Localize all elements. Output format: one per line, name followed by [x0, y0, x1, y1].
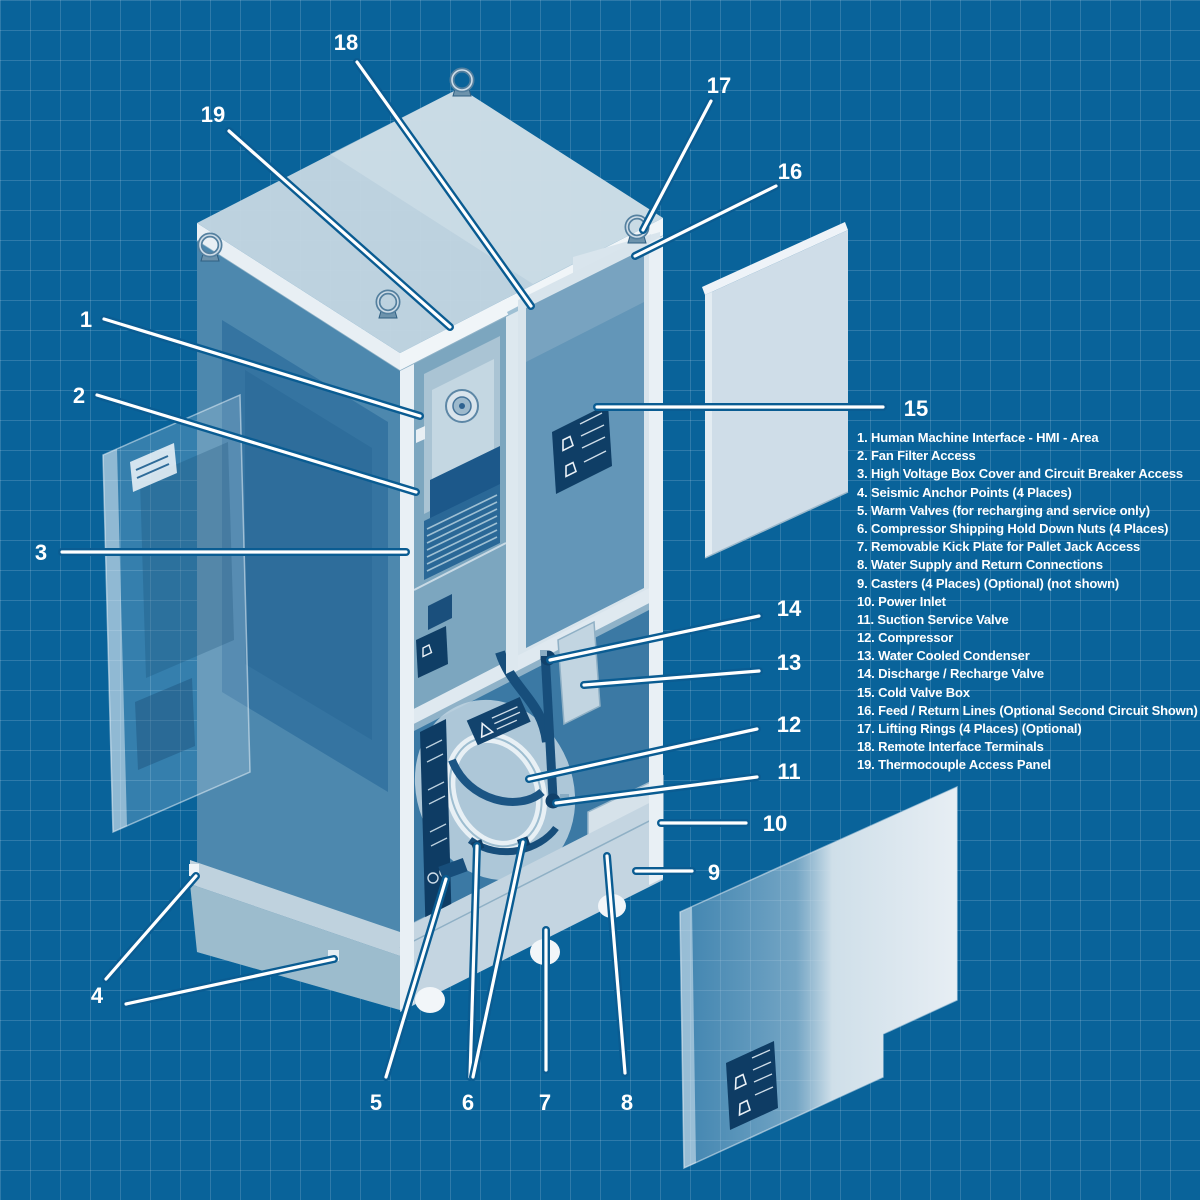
mid-divider-beam [400, 581, 663, 731]
lifting-ring [375, 289, 401, 319]
legend-item: 19. Thermocouple Access Panel [857, 757, 1051, 773]
cold-valve-box-cover-panel [702, 222, 849, 559]
callout-4: 4 [91, 983, 104, 1008]
leader-line-18 [353, 58, 535, 310]
callout-18: 18 [334, 30, 358, 55]
warning-triangle-icon [738, 1099, 751, 1117]
front-right-beam [649, 236, 663, 885]
lifting-rings [197, 67, 650, 319]
legend-item: 12. Compressor [857, 630, 954, 646]
legend-item: 17. Lifting Rings (4 Places) (Optional) [857, 721, 1082, 736]
legend-item: 2. Fan Filter Access [857, 448, 976, 464]
leader-line-11 [552, 773, 761, 807]
lifting-ring [449, 67, 475, 97]
leader-line-4 [102, 872, 338, 1008]
leader-line-19 [225, 127, 454, 331]
leader-line-17 [639, 97, 715, 234]
legend-item: 7. Removable Kick Plate for Pallet Jack … [857, 539, 1141, 555]
callout-7: 7 [539, 1090, 551, 1115]
legend-item: 13. Water Cooled Condenser [857, 648, 1030, 664]
seismic-anchor-bracket [189, 864, 199, 876]
callout-6: 6 [462, 1090, 474, 1115]
legend-item: 4. Seismic Anchor Points (4 Places) [857, 484, 1072, 500]
hmi-round-connector [445, 389, 479, 423]
leader-line-1 [100, 315, 424, 420]
kick-plate [400, 796, 663, 1012]
legend-item: 14. Discharge / Recharge Valve [857, 666, 1044, 682]
leader-line-2 [93, 391, 420, 496]
callout-12: 12 [777, 712, 801, 737]
callout-15: 15 [904, 396, 928, 421]
roof-flange-left [197, 223, 400, 371]
warning-triangle-icon [734, 1073, 747, 1091]
hv-door-label [428, 594, 452, 630]
legend-item: 11. Suction Service Valve [857, 611, 1009, 627]
warning-triangle-icon [562, 435, 574, 452]
detached-front-door-ghost [102, 393, 251, 834]
leader-line-5 [382, 875, 450, 1081]
caution-label-angled [466, 697, 531, 746]
left-base-upper [190, 860, 400, 956]
callout-9: 9 [708, 860, 720, 885]
caution-label [726, 1041, 778, 1130]
callout-10: 10 [763, 811, 787, 836]
water-cooled-condenser [557, 620, 601, 726]
legend-item: 8. Water Supply and Return Connections [857, 557, 1103, 573]
parts-legend: 1. Human Machine Interface - HMI - Area … [857, 429, 1200, 775]
callout-16: 16 [778, 159, 802, 184]
callout-numbers: 1 2 3 4 5 6 7 8 9 10 11 12 13 14 15 16 1… [35, 30, 928, 1115]
leader-line-6 [466, 838, 527, 1081]
legend-item: 18. Remote Interface Terminals [857, 739, 1044, 755]
leader-line-16 [631, 182, 780, 260]
legend-item: 6. Compressor Shipping Hold Down Nuts (4… [857, 520, 1169, 536]
caution-label-small [416, 626, 448, 678]
callout-8: 8 [621, 1090, 633, 1115]
caution-label [552, 404, 612, 494]
legend-item: 9. Casters (4 Places) (Optional) (not sh… [857, 575, 1120, 591]
detached-side-door [679, 785, 958, 1170]
warning-triangle-icon [422, 644, 433, 658]
door-label [130, 443, 177, 492]
legend-item: 16. Feed / Return Lines (Optional Second… [857, 702, 1198, 718]
caster [415, 987, 445, 1013]
window-glare [526, 249, 644, 362]
left-base-lower [190, 884, 400, 1010]
callout-3: 3 [35, 540, 47, 565]
legend-item: 15. Cold Valve Box [857, 684, 970, 700]
callout-19: 19 [201, 102, 225, 127]
fan-filter-grille [424, 484, 500, 580]
front-left-beam [400, 364, 414, 1010]
callout-13: 13 [777, 650, 801, 675]
cabinet-body [189, 67, 664, 1013]
callout-11: 11 [777, 759, 800, 784]
callout-1: 1 [80, 307, 92, 332]
lifting-ring [197, 232, 223, 262]
leader-line-12 [525, 725, 761, 783]
callout-5: 5 [370, 1090, 382, 1115]
warning-triangle-icon [480, 721, 495, 739]
leader-line-8 [603, 852, 629, 1077]
hmi-label [416, 426, 425, 443]
front-mid-beam [506, 311, 518, 674]
callout-17: 17 [707, 73, 731, 98]
warning-triangle-icon [565, 461, 577, 478]
hmi-dark-vent [430, 446, 500, 527]
legend-item: 5. Warm Valves (for recharging and servi… [857, 502, 1150, 518]
callout-14: 14 [777, 596, 802, 621]
legend-item: 1. Human Machine Interface - HMI - Area [857, 430, 1099, 445]
leader-line-13 [580, 667, 763, 689]
legend-item: 3. High Voltage Box Cover and Circuit Br… [857, 466, 1183, 482]
leader-lines [58, 58, 887, 1081]
prohibition-icon [427, 872, 439, 884]
legend-item: 10. Power Inlet [857, 593, 946, 609]
callout-2: 2 [73, 383, 85, 408]
leader-line-14 [546, 612, 763, 664]
